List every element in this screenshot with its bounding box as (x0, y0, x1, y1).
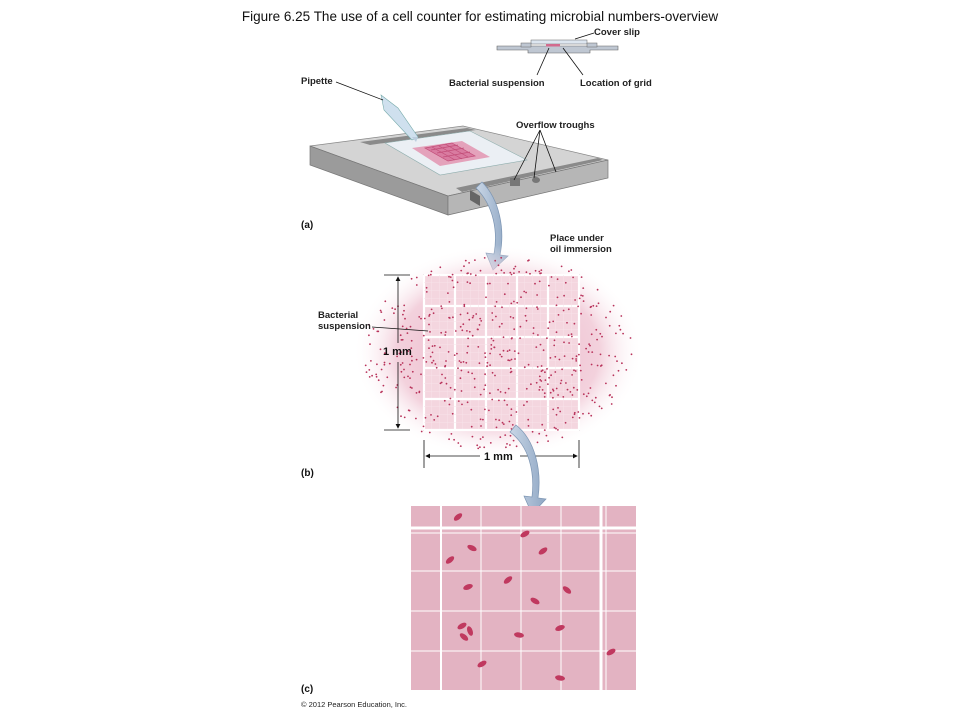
counting-chamber-slide (309, 81, 609, 216)
bacterial-suspension-top-label: Bacterial suspension (449, 78, 545, 89)
bacterial-suspension-label-line1: Bacterial (318, 310, 358, 321)
pipette-label: Pipette (301, 76, 333, 87)
cover-slip-label: Cover slip (594, 27, 640, 38)
place-under-label-line2: oil immersion (550, 244, 612, 255)
overflow-troughs-label: Overflow troughs (516, 120, 595, 131)
copyright-notice: © 2012 Pearson Education, Inc. (301, 700, 407, 709)
panel-label-c: (c) (301, 684, 313, 695)
cells-high-magnification (411, 506, 636, 690)
one-mm-vertical-label: 1 mm (383, 346, 412, 358)
grid-magnified-view (353, 245, 643, 459)
one-mm-horizontal-label: 1 mm (484, 451, 513, 463)
panel-label-a: (a) (301, 220, 313, 231)
place-under-label-line1: Place under (550, 233, 604, 244)
figure-title: Figure 6.25 The use of a cell counter fo… (241, 9, 719, 24)
bacterial-suspension-label-line2: suspension (318, 321, 371, 332)
panel-label-b: (b) (301, 468, 314, 479)
dimension-vertical (384, 274, 410, 431)
cross-section-inset (496, 32, 619, 76)
location-of-grid-label: Location of grid (580, 78, 652, 89)
